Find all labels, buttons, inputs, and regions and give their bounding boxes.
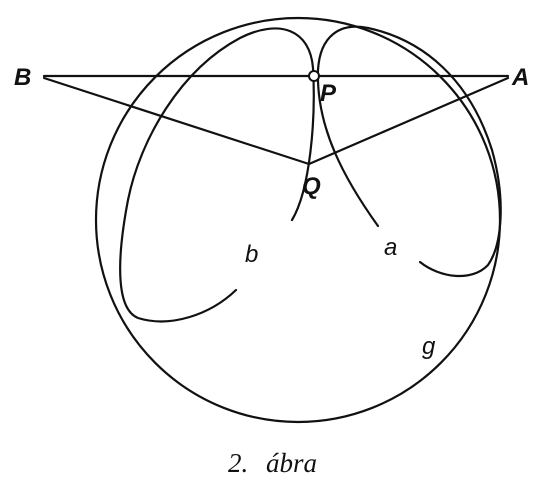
curve-b [119,27,315,323]
label-circle-g: g [422,333,436,360]
caption-word: ábra [266,448,317,478]
segment-aq [307,76,510,166]
segment-bq [42,76,311,166]
label-curve-b: b [245,241,258,268]
circle-g [94,16,502,424]
label-q: Q [302,173,321,200]
label-p: P [320,80,337,107]
label-b: B [14,64,31,91]
label-curve-a: a [384,234,397,261]
label-a: A [511,64,529,91]
caption-number: 2. [228,448,248,478]
point-p-marker [308,70,320,82]
curve-a [316,25,502,277]
